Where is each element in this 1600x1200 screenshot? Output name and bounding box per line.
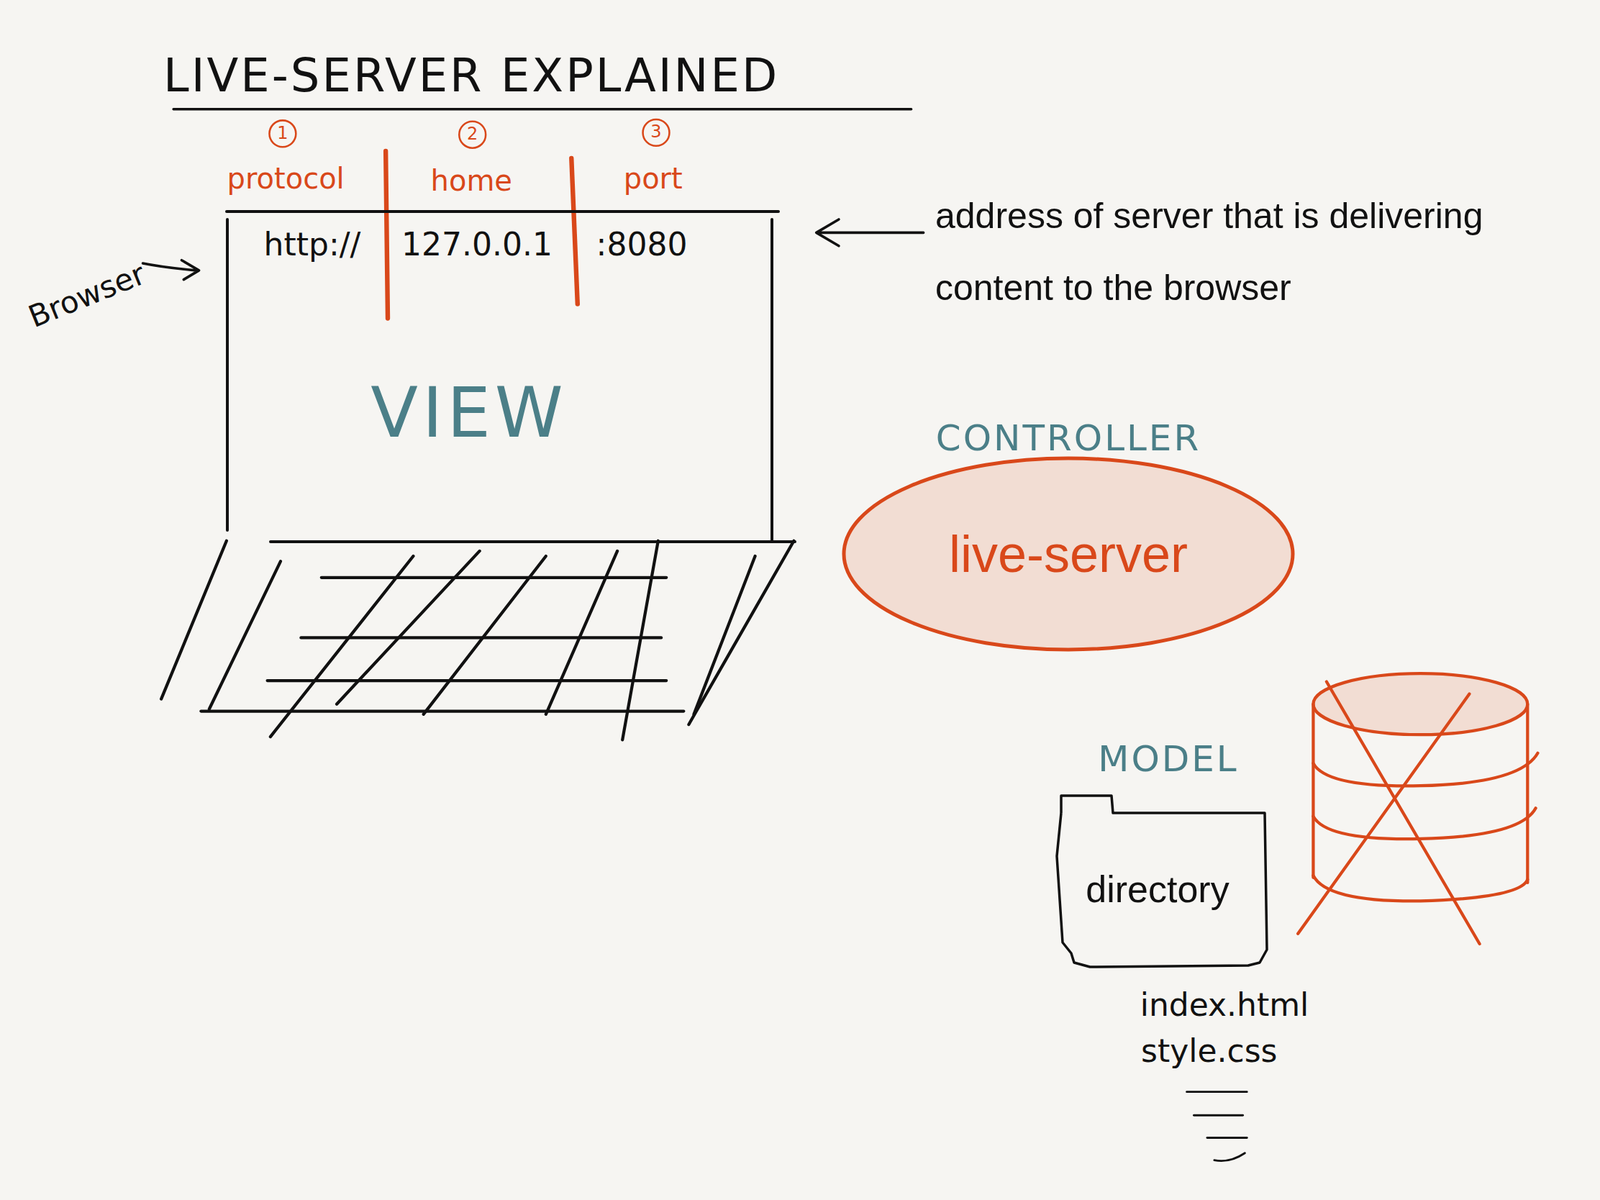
text-holder: 1	[276, 123, 288, 144]
text-holder: 3	[650, 123, 662, 144]
diagram-title: LIVE-SERVER EXPLAINED	[163, 49, 780, 103]
cross-line	[1326, 681, 1480, 944]
text-holder: MODEL	[1097, 738, 1239, 781]
file-line	[1214, 1153, 1246, 1162]
database-ring	[1312, 753, 1538, 787]
folder-text: directory	[1085, 868, 1229, 912]
keyboard-line	[693, 556, 755, 715]
keyboard-line	[321, 576, 667, 580]
file-line	[1207, 1136, 1247, 1139]
url-divider	[385, 151, 388, 319]
screen-edge	[226, 210, 779, 213]
database-ring	[1312, 875, 1528, 902]
database-ring	[1312, 807, 1536, 839]
callout-circle	[269, 120, 296, 147]
text-holder: home	[430, 164, 513, 198]
cross-line	[1297, 693, 1470, 934]
file-name: index.html	[1140, 987, 1310, 1024]
database-side	[1525, 704, 1529, 883]
screen-edge	[225, 219, 229, 531]
database-top	[1312, 673, 1528, 735]
text-holder: http://	[264, 226, 362, 264]
screen-edge	[770, 219, 774, 542]
controller-outline	[843, 458, 1293, 650]
text-holder: Browser	[23, 256, 151, 336]
url-part-label: protocol	[227, 161, 345, 195]
more-files	[1187, 1092, 1248, 1162]
text-holder: 2	[466, 124, 478, 145]
controller-text: live-server	[948, 524, 1188, 585]
browser-screen: http:// 127.0.0.1 :8080VIEW	[226, 210, 795, 544]
controller-ellipse: CONTROLLER live-server	[841, 410, 1295, 652]
database-crossed	[1297, 673, 1538, 944]
browser-pointer	[143, 260, 200, 280]
view-label: VIEW	[370, 373, 568, 453]
folder-outline	[1056, 795, 1267, 967]
text-holder: LIVE-SERVER EXPLAINED	[163, 49, 780, 103]
callout-number: 1	[276, 123, 288, 144]
text-holder: port	[623, 161, 683, 195]
text-holder: live-server	[948, 524, 1188, 585]
text-holder: :8080	[596, 226, 688, 264]
url-host: 127.0.0.1	[401, 226, 553, 264]
text-holder: 127.0.0.1	[401, 226, 553, 264]
callout-circle	[643, 119, 670, 147]
title-underline	[173, 107, 911, 111]
browser-label: Browser	[23, 256, 151, 336]
screen-edge	[270, 540, 795, 544]
text-holder: style.css	[1141, 1033, 1278, 1070]
url-port: :8080	[596, 226, 688, 264]
node-heading: CONTROLLER	[935, 417, 1201, 460]
callout-number: 3	[650, 123, 662, 144]
database-side	[1311, 704, 1315, 878]
file-line	[1187, 1090, 1248, 1093]
text-holder: directory	[1085, 868, 1229, 912]
text-holder: address of server that is delivering con…	[935, 179, 1583, 324]
url-divider	[571, 158, 578, 305]
leader-arrow	[816, 219, 924, 247]
callout-circle	[458, 121, 486, 149]
node-heading: MODEL	[1097, 738, 1239, 781]
keyboard-line	[622, 541, 659, 741]
annotation-note: address of server that is delivering con…	[935, 179, 1583, 324]
model-folder: MODEL directory	[1046, 733, 1277, 972]
keyboard-line	[546, 551, 618, 715]
callout-number: 2	[466, 124, 478, 145]
keyboard-edge	[688, 541, 794, 725]
keyboard-line	[209, 561, 281, 710]
keyboard-edge	[161, 541, 227, 700]
text-holder: index.html	[1140, 987, 1310, 1024]
keyboard-line	[423, 556, 547, 715]
keyboard	[161, 541, 794, 741]
url-part-label: home	[430, 164, 513, 198]
keyboard-line	[336, 551, 480, 705]
text-holder: CONTROLLER	[935, 417, 1201, 460]
text-holder: VIEW	[370, 373, 568, 453]
file-name: style.css	[1141, 1033, 1278, 1070]
url-part-label: port	[623, 161, 683, 195]
keyboard-line	[200, 709, 684, 713]
keyboard-line	[267, 679, 667, 683]
file-line	[1193, 1114, 1243, 1117]
url-protocol: http://	[264, 226, 362, 264]
text-holder: protocol	[227, 161, 345, 195]
